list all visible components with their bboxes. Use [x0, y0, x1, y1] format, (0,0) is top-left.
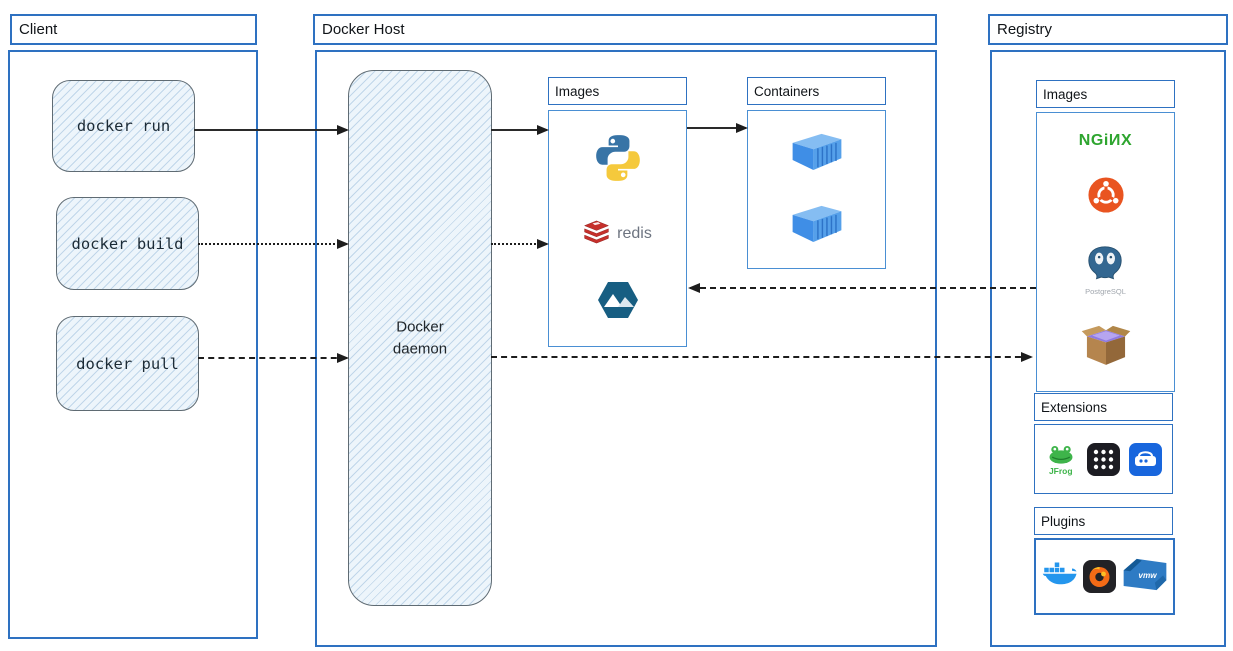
containers-panel-header: Containers — [747, 77, 886, 105]
docker-build-label: docker build — [71, 234, 184, 253]
registry-images-panel-header: Images — [1036, 80, 1175, 108]
registry-images-panel: NGiИX — [1036, 112, 1175, 392]
registry-title: Registry — [997, 21, 1053, 38]
postgresql-label: PostgreSQL — [1085, 286, 1126, 296]
docker-pull-node: docker pull — [56, 316, 199, 411]
docker-build-node: docker build — [56, 197, 199, 290]
plugins-panel: vmw — [1034, 538, 1175, 615]
redis-image-item: redis — [583, 220, 652, 249]
jfrog-label: JFrog — [1048, 466, 1073, 477]
containers-title: Containers — [754, 83, 820, 99]
client-section-header: Client — [10, 14, 257, 45]
jfrog-item: JFrog — [1045, 442, 1077, 476]
docker-daemon-label: Docker daemon — [392, 318, 448, 357]
container-icon — [789, 130, 845, 177]
busybox-icon — [1080, 323, 1132, 372]
containers-panel — [747, 110, 886, 269]
docker-daemon-node: Docker daemon — [348, 70, 492, 606]
grid-dots-icon — [1086, 442, 1120, 476]
extensions-title: Extensions — [1041, 399, 1108, 415]
container-icon — [789, 202, 845, 249]
grafana-icon — [1083, 560, 1116, 593]
docker-run-node: docker run — [52, 80, 195, 172]
registry-section-header: Registry — [988, 14, 1228, 45]
registry-images-title: Images — [1043, 86, 1088, 102]
docker-pull-label: docker pull — [76, 354, 179, 373]
docker-run-label: docker run — [76, 117, 171, 135]
vmware-label: vmw — [1138, 570, 1157, 579]
docker-host-section-header: Docker Host — [313, 14, 937, 45]
python-icon — [592, 132, 644, 189]
postgresql-icon — [1085, 245, 1125, 286]
alpine-linux-icon — [596, 280, 640, 325]
docker-whale-icon — [1042, 561, 1078, 593]
nginx-logo: NGiИX — [1078, 132, 1133, 150]
client-title: Client — [19, 21, 58, 38]
redis-icon — [583, 220, 610, 249]
extensions-panel: JFrog — [1034, 424, 1173, 494]
jfrog-icon — [1045, 442, 1077, 469]
postgresql-item: PostgreSQL — [1085, 245, 1126, 296]
docker-host-title: Docker Host — [322, 21, 405, 38]
server-icon — [1129, 442, 1163, 476]
ubuntu-icon — [1087, 177, 1124, 218]
vmware-icon: vmw — [1122, 557, 1168, 597]
redis-label: redis — [617, 225, 652, 243]
plugins-title: Plugins — [1041, 513, 1086, 529]
host-images-panel-header: Images — [548, 77, 687, 105]
host-images-panel: redis — [548, 110, 687, 347]
extensions-panel-header: Extensions — [1034, 393, 1173, 421]
plugins-panel-header: Plugins — [1034, 507, 1173, 535]
host-images-title: Images — [555, 83, 600, 99]
